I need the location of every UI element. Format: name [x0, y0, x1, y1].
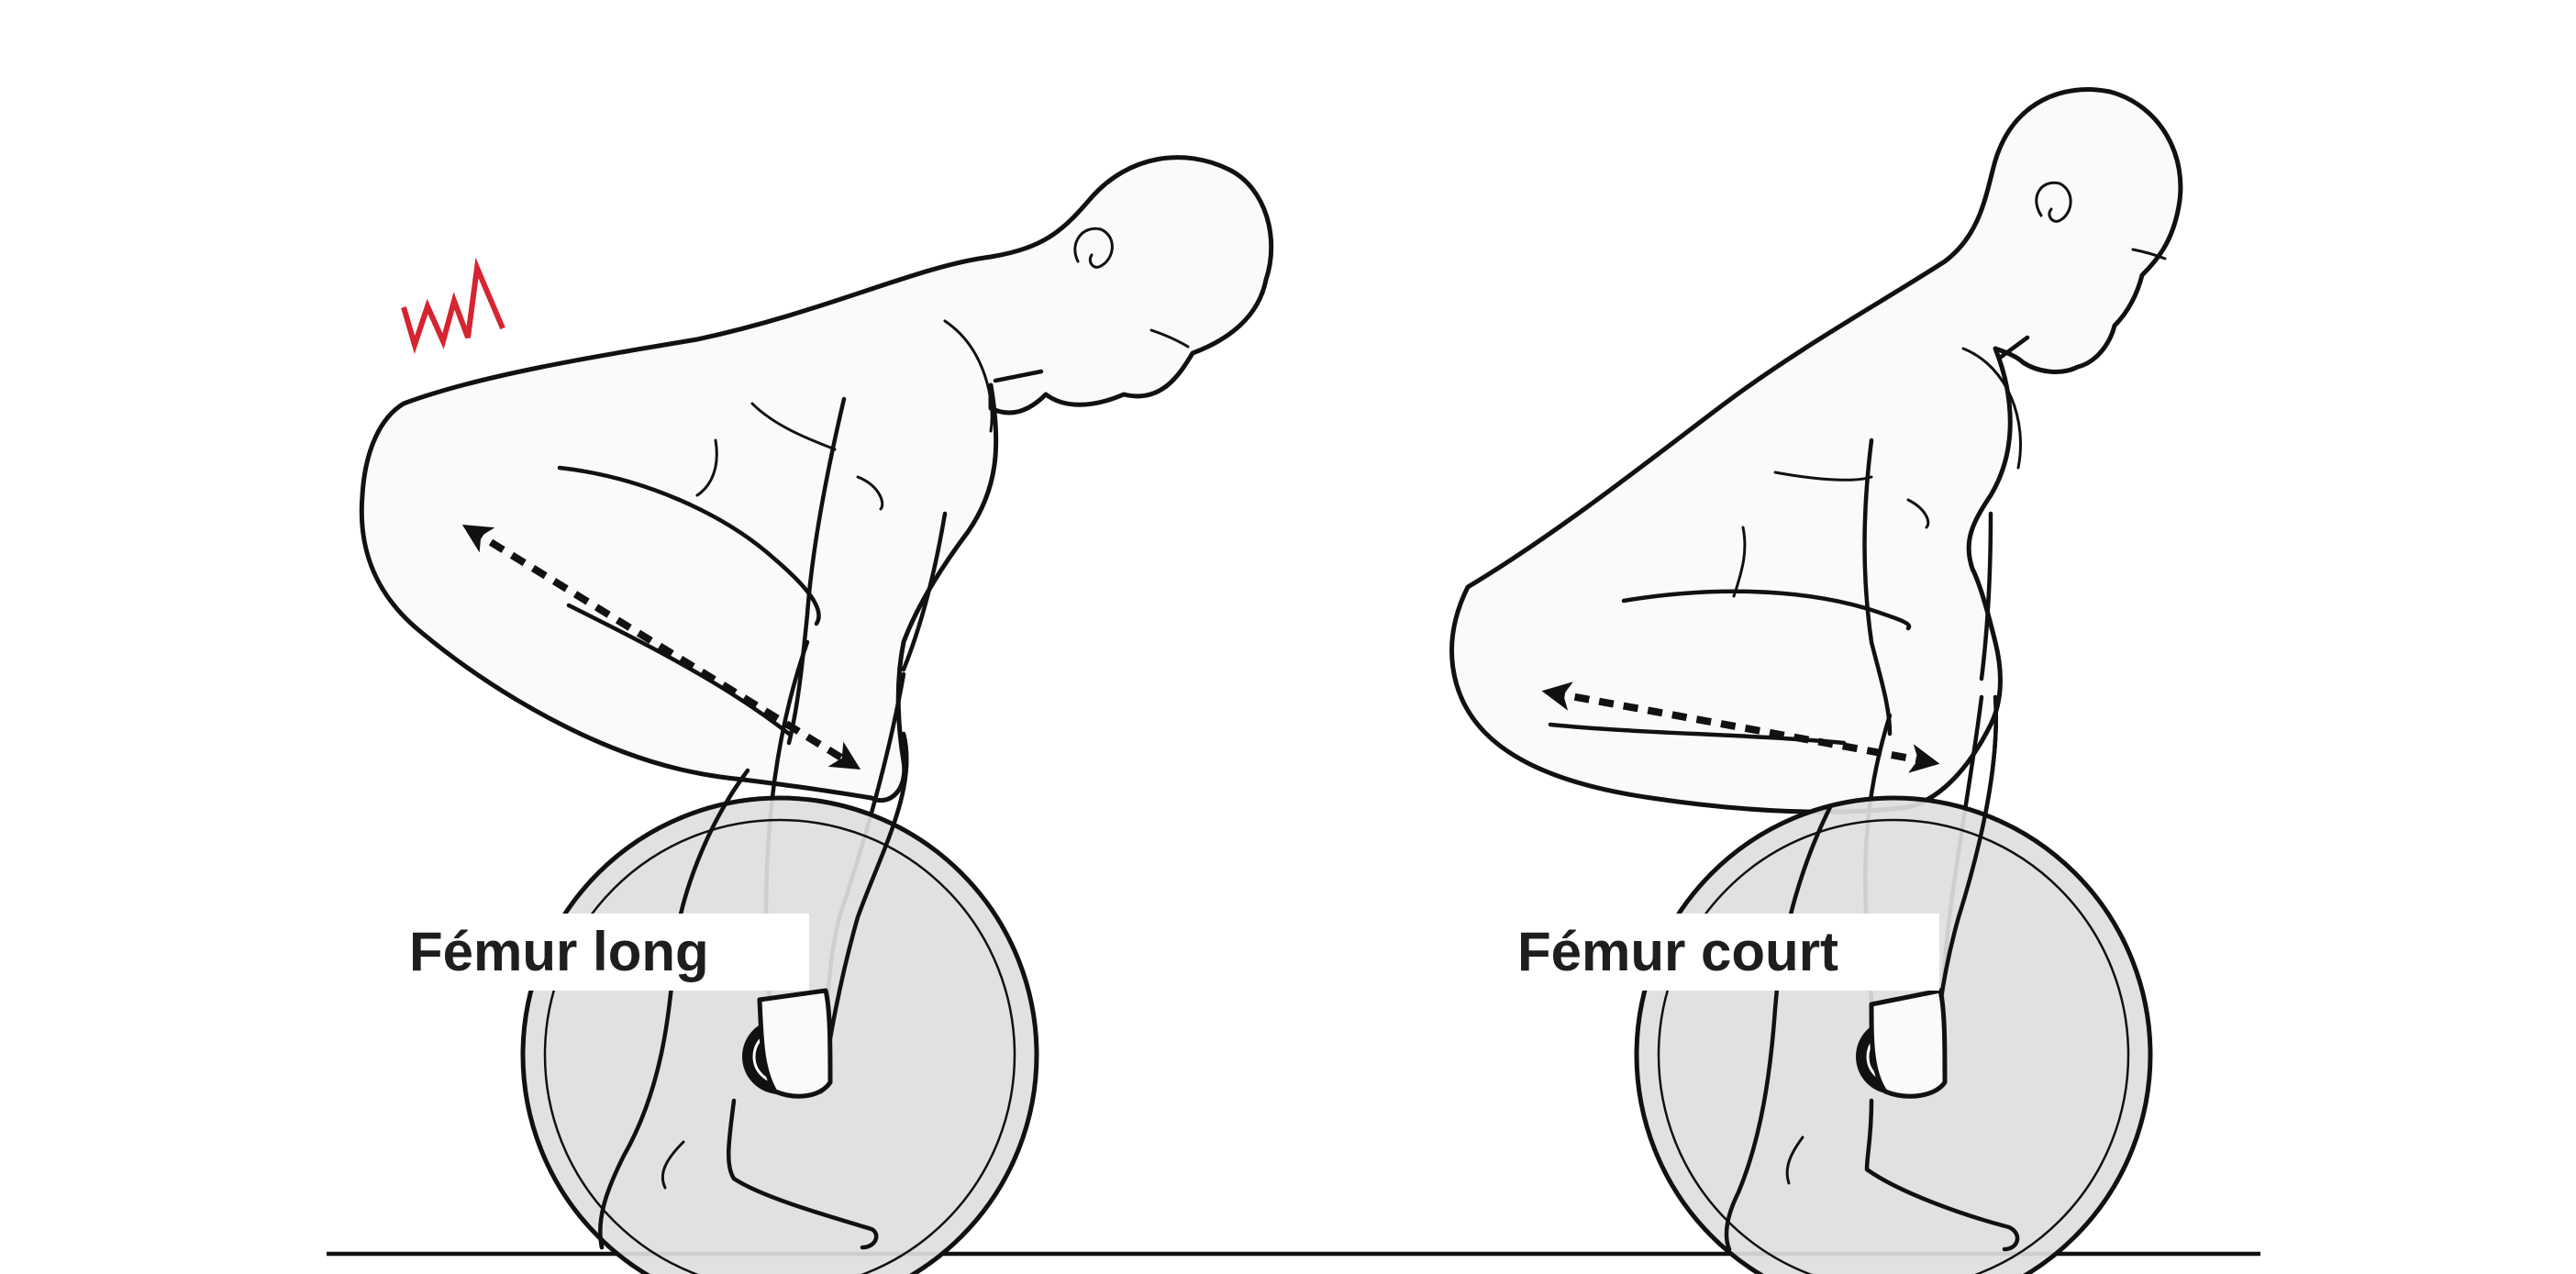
long-upper-arm-back	[901, 511, 948, 672]
long-neck	[993, 369, 1044, 383]
long-elbow-crease	[856, 475, 884, 511]
short-chest-line	[1773, 471, 1873, 482]
short-eye	[2131, 248, 2167, 260]
femur-length-arrow-short	[1541, 681, 1940, 773]
long-chest-line	[750, 402, 837, 451]
plate-long	[520, 731, 1039, 1274]
long-body-silhouette	[359, 155, 1274, 803]
long-plate-rim	[543, 818, 1016, 1274]
short-body-silhouette	[1449, 87, 2183, 814]
short-belly-line	[1732, 526, 1747, 598]
short-ear	[2035, 181, 2072, 223]
label-long-femur: Fémur long	[398, 914, 809, 991]
short-elbow-crease	[1906, 498, 1930, 529]
lower-back-strain-icon	[401, 257, 505, 355]
long-eye	[1149, 328, 1190, 349]
short-plate-rim	[1657, 818, 2130, 1274]
short-shoulder-line	[1961, 347, 2022, 470]
long-belly-line	[695, 438, 718, 497]
long-ear	[1073, 227, 1114, 269]
femur-length-arrow-long	[461, 524, 861, 770]
short-upper-arm-back	[1979, 511, 1993, 681]
short-thigh-top	[1621, 589, 1912, 631]
long-shoulder-line	[943, 319, 994, 433]
short-neck	[1997, 335, 2030, 360]
label-short-femur: Fémur court	[1506, 914, 1939, 991]
